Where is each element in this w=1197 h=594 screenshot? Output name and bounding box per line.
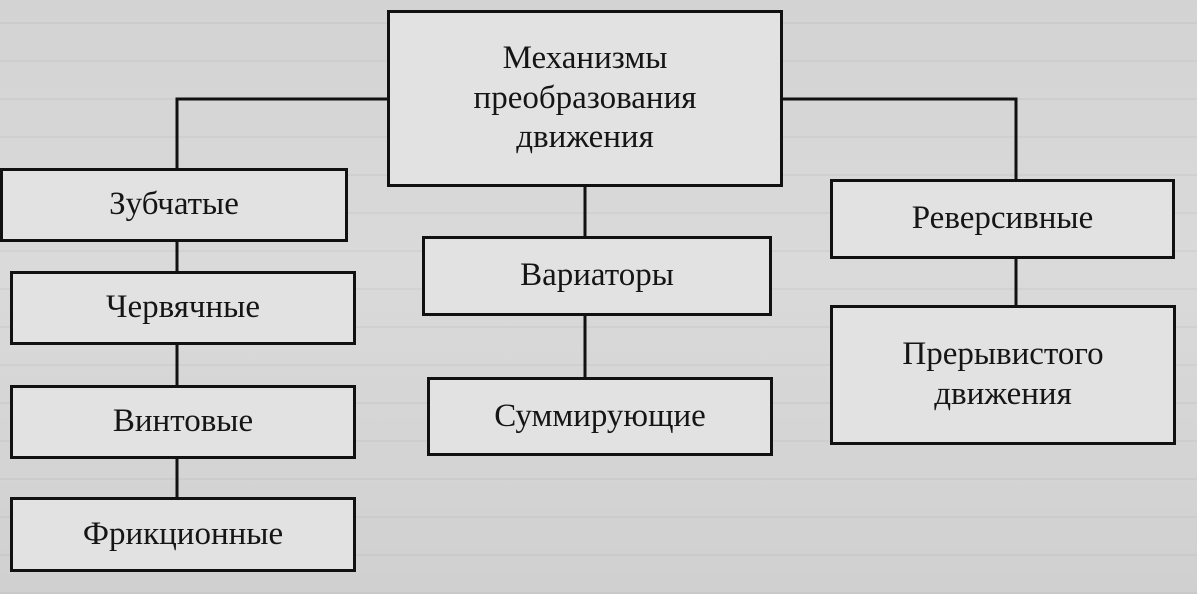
node-reversing-mechanisms: Реверсивные: [830, 179, 1175, 259]
node-worm-mechanisms: Червячные: [10, 271, 356, 345]
node-friction-mechanisms: Фрикционные: [10, 497, 356, 572]
connector-root-to-gear: [175, 97, 389, 170]
node-summing-mechanisms: Суммирующие: [427, 377, 773, 456]
root-node: Механизмы преобразования движения: [387, 10, 783, 187]
node-gear-mechanisms: Зубчатые: [0, 168, 348, 242]
node-intermittent-motion: Прерывистого движения: [830, 305, 1176, 445]
node-variators: Вариаторы: [422, 236, 772, 316]
connector-root-to-reversing: [781, 97, 1018, 181]
node-screw-mechanisms: Винтовые: [10, 385, 356, 459]
